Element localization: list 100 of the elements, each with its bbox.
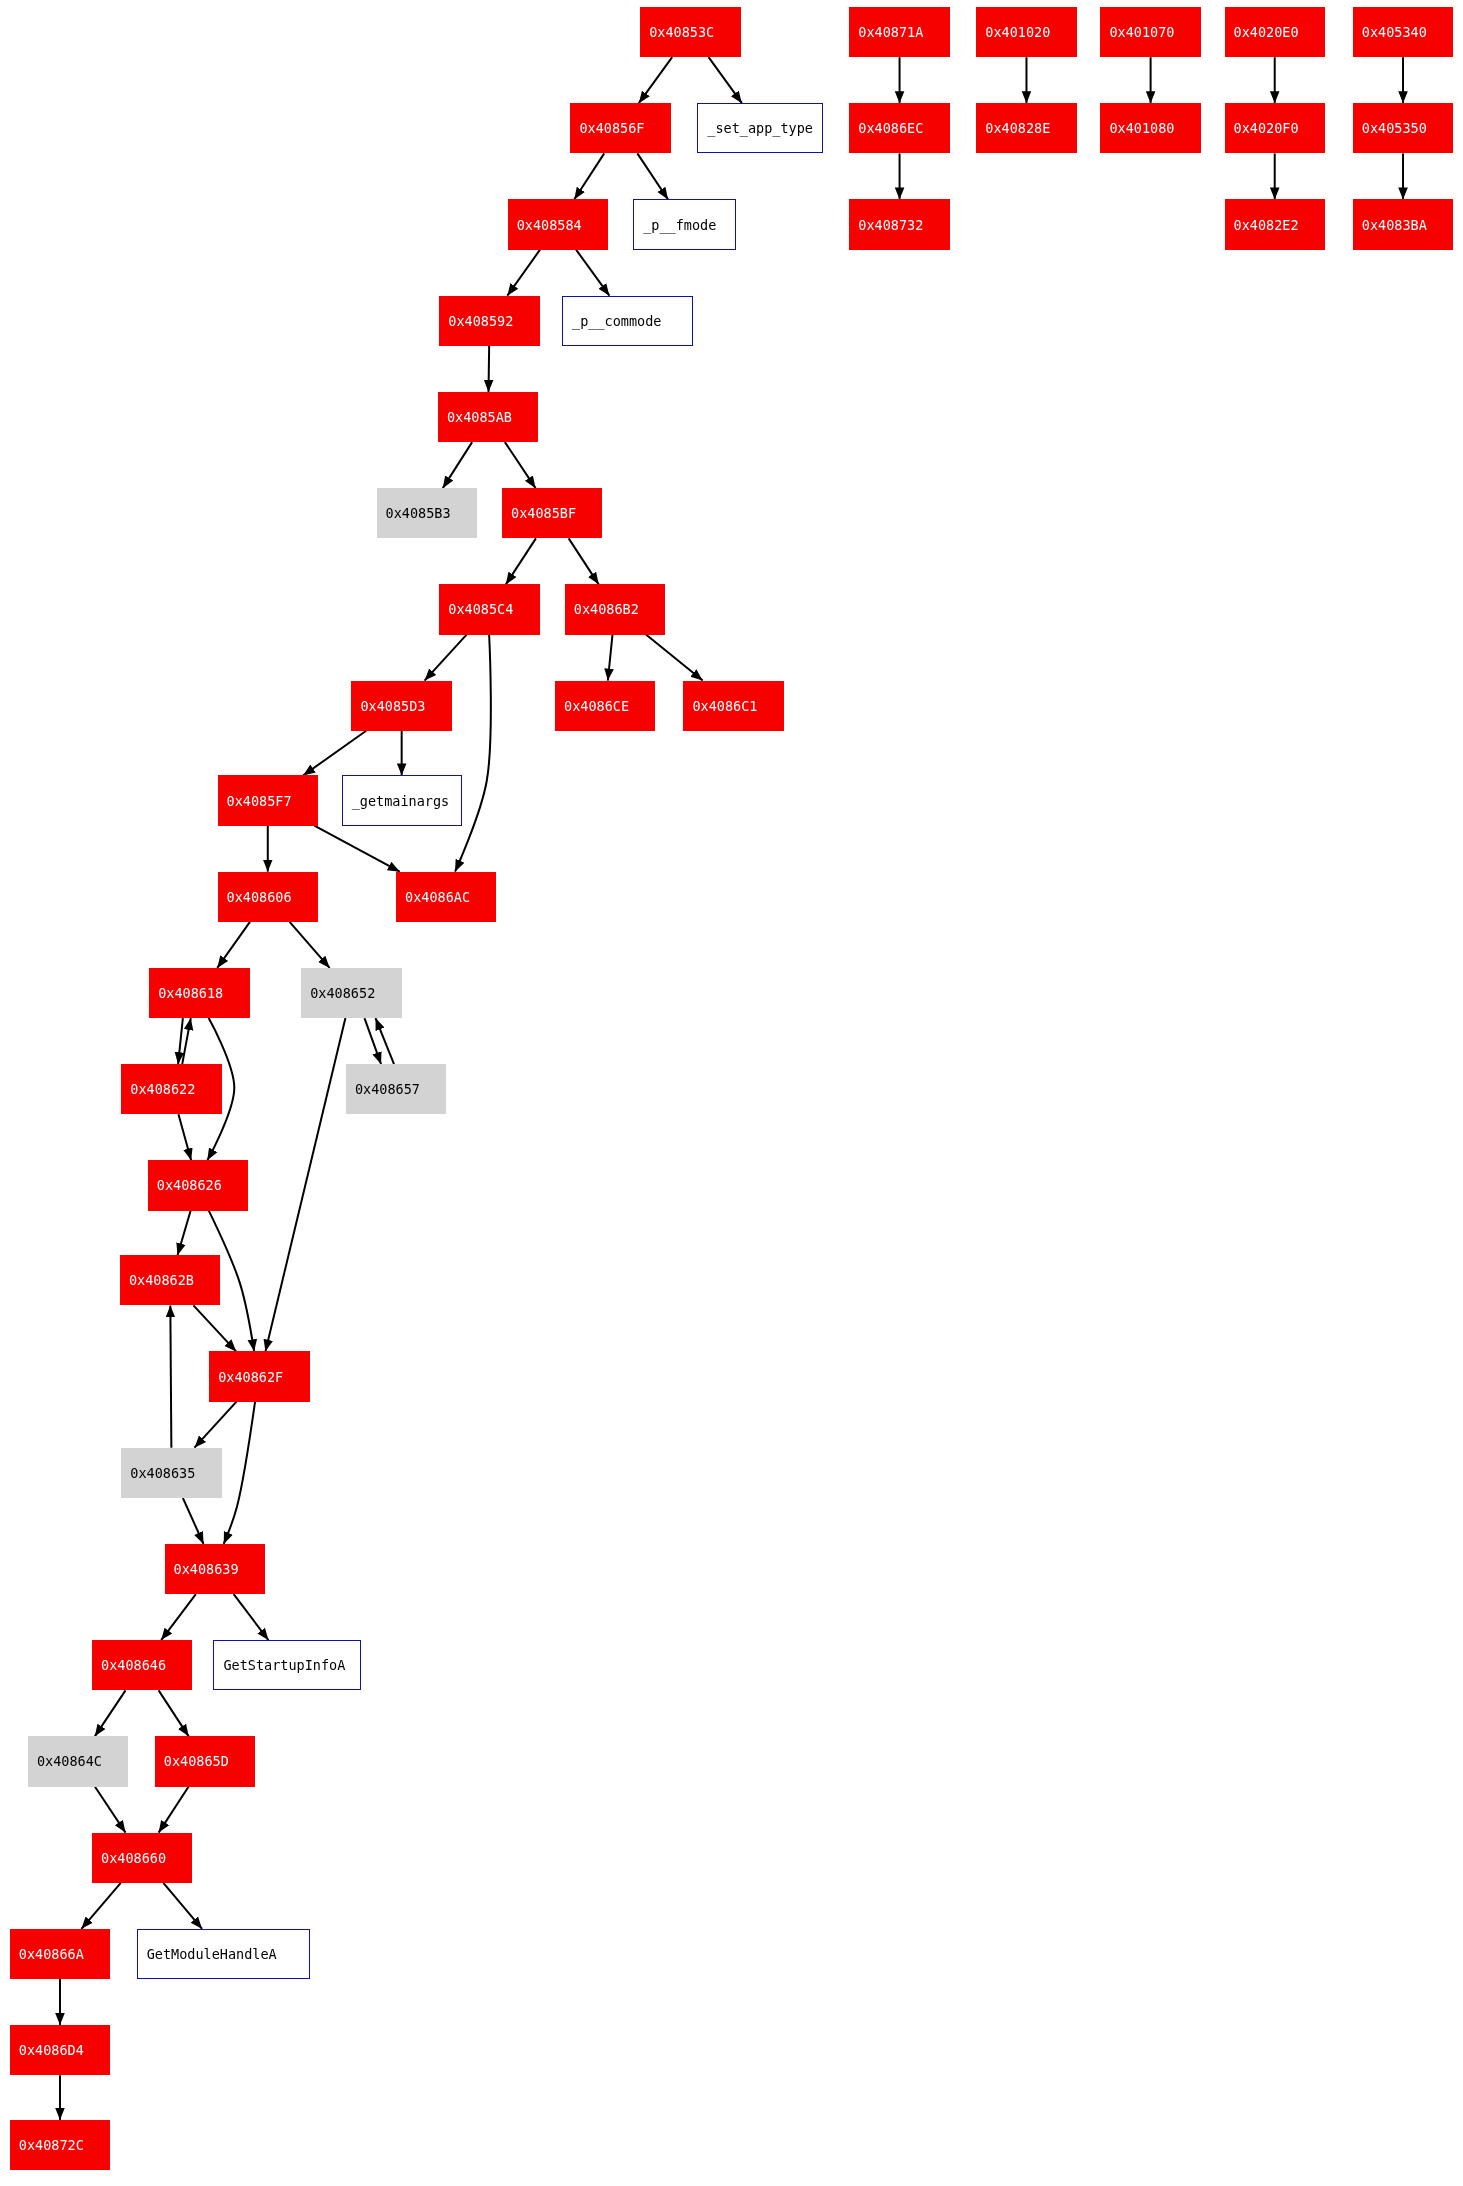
arrow (216, 920, 251, 969)
arrow (93, 1785, 127, 1834)
arrow (174, 1017, 185, 1066)
arrow (177, 1113, 193, 1162)
arrow (1021, 56, 1032, 105)
arrow (157, 1785, 190, 1834)
code-block-box: 0x408618 (149, 967, 250, 1019)
arrow (55, 1978, 65, 2027)
arrow (207, 1209, 258, 1353)
arrow (181, 1496, 205, 1545)
code-block-box: 0x4085C4 (439, 584, 540, 635)
arrow (506, 248, 542, 297)
code-block-box: 0x401080 (1100, 103, 1201, 154)
code-block-box: 0x40856F (570, 103, 671, 154)
arrow (636, 152, 670, 201)
arrow (263, 1017, 347, 1353)
code-block-box: 0x4085AB (437, 391, 539, 443)
arrow (80, 1881, 122, 1930)
code-block-box: 0x408584 (507, 199, 609, 250)
arrow (1145, 56, 1156, 105)
unreached-block-box: 0x408657 (345, 1064, 447, 1115)
arrow (503, 441, 537, 490)
unreached-block-box: 0x408652 (301, 967, 402, 1019)
code-block-box: 0x4082E2 (1224, 199, 1325, 250)
code-block-box: 0x4085BF (502, 488, 603, 539)
code-block-box: 0x40862F (209, 1351, 310, 1402)
arrow (423, 633, 468, 682)
code-block-box: 0x408732 (849, 199, 950, 250)
arrow (1269, 152, 1280, 201)
arrow (222, 1400, 257, 1545)
arrow (313, 824, 401, 873)
unreached-block-box: 0x40864C (27, 1736, 129, 1787)
arrow (1398, 56, 1408, 105)
code-block-box: 0x401020 (976, 6, 1077, 58)
code-block-box: 0x4020F0 (1224, 103, 1325, 154)
code-block-box: 0x40872C (9, 2119, 111, 2171)
code-block-box: 0x4086D4 (9, 2025, 111, 2076)
arrow (206, 1017, 236, 1162)
code-block-box: 0x408626 (147, 1160, 249, 1211)
arrow (894, 152, 905, 201)
arrow (575, 248, 611, 297)
unreached-block-box: 0x4085B3 (376, 488, 477, 539)
arrow (396, 729, 407, 777)
arrow (441, 441, 474, 490)
arrow (374, 1017, 395, 1066)
arrow (232, 1593, 270, 1642)
arrow (192, 1304, 238, 1353)
arrow (157, 1689, 190, 1738)
code-block-box: 0x408646 (92, 1640, 193, 1691)
arrow (262, 824, 273, 873)
import-function-box: GetStartupInfoA (213, 1640, 362, 1691)
arrow (93, 1689, 127, 1738)
arrow (363, 1017, 383, 1066)
arrow (707, 56, 743, 105)
import-function-box: GetModuleHandleA (136, 1928, 310, 1979)
code-block-box: 0x4086CE (555, 680, 656, 731)
arrow (573, 152, 606, 201)
code-block-box: 0x4083BA (1352, 199, 1454, 250)
arrow (181, 1017, 194, 1066)
code-block-box: 0x408639 (164, 1543, 265, 1595)
arrow (604, 633, 614, 682)
code-block-box: 0x408660 (92, 1832, 193, 1883)
code-block-box: 0x40865D (154, 1736, 256, 1787)
arrow (483, 344, 494, 393)
arrow (193, 1400, 238, 1449)
unreached-block-box: 0x408635 (121, 1447, 222, 1498)
arrow (567, 537, 600, 586)
code-block-box: 0x40866A (9, 1928, 111, 1979)
arrow (55, 2074, 65, 2121)
code-block-box: 0x405340 (1352, 6, 1454, 58)
arrow (637, 56, 674, 105)
code-block-box: 0x401070 (1100, 6, 1201, 58)
code-block-box: 0x4086EC (849, 103, 950, 154)
arrow (160, 1593, 197, 1642)
arrow (1398, 152, 1408, 201)
code-block-box: 0x40862B (119, 1255, 221, 1306)
code-block-box: 0x408592 (439, 295, 540, 346)
arrow (894, 56, 905, 105)
code-block-box: 0x4085F7 (217, 775, 318, 826)
arrow (165, 1304, 176, 1449)
arrow (288, 920, 331, 969)
arrow (176, 1209, 192, 1257)
arrow (454, 633, 492, 873)
code-block-box: 0x4086AC (396, 871, 497, 922)
import-function-box: _p__commode (562, 295, 694, 346)
import-function-box: _p__fmode (633, 199, 737, 250)
code-block-box: 0x408622 (121, 1064, 222, 1115)
import-function-box: _getmainargs (341, 775, 462, 826)
code-block-box: 0x405350 (1352, 103, 1454, 154)
code-block-box: 0x4020E0 (1224, 6, 1325, 58)
code-block-box: 0x4085D3 (351, 680, 452, 731)
code-block-box: 0x40853C (640, 6, 741, 58)
import-function-box: _set_app_type (697, 103, 823, 154)
code-block-box: 0x4086C1 (683, 680, 784, 731)
code-block-box: 0x40828E (976, 103, 1077, 154)
arrow (1269, 56, 1280, 105)
arrow (162, 1881, 204, 1930)
code-block-box: 0x408606 (217, 871, 318, 922)
arrow (302, 729, 368, 777)
code-block-box: 0x40871A (849, 6, 950, 58)
